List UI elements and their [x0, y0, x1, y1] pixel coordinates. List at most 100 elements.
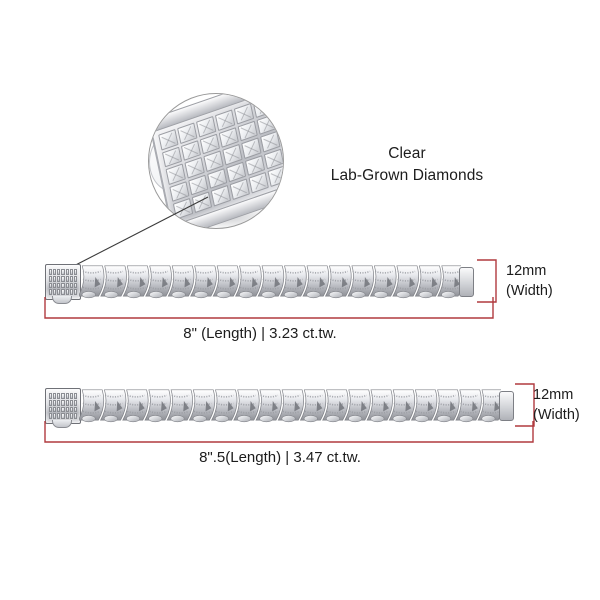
- clasp-diamond-stone: [73, 289, 77, 295]
- chain-link: [322, 389, 349, 423]
- diamond-stone: [267, 165, 283, 188]
- bracelet-85in: [45, 382, 515, 428]
- clasp-diamond-stone: [49, 269, 53, 275]
- clasp-diamond-stone: [61, 289, 65, 295]
- chain-link: [369, 265, 397, 299]
- clasp-diamond-stone: [73, 399, 77, 406]
- cuban-link-chain: [79, 385, 501, 425]
- clasp-diamond-stone: [57, 282, 61, 289]
- chain-link: [388, 389, 416, 423]
- clasp-diamond-stone: [49, 393, 53, 399]
- width-value-1: 12mm: [506, 263, 547, 279]
- clasp-release-tab: [52, 420, 72, 428]
- chain-link: [145, 265, 172, 299]
- clasp-diamond-stone: [69, 282, 73, 289]
- chain-link: [79, 265, 105, 299]
- clasp-diamond-stone: [49, 399, 53, 406]
- chain-link: [433, 389, 460, 423]
- clasp-diamond-stone: [69, 275, 73, 282]
- clasp-diamond-stone: [65, 269, 69, 275]
- diamond-stone: [210, 185, 232, 207]
- clasp-diamond-stone: [73, 406, 77, 413]
- clasp-diamond-stone: [69, 393, 73, 399]
- length-label-2: 8".5(Length) | 3.47 ct.tw.: [199, 449, 361, 466]
- width-label-1: 12mm (Width): [506, 262, 553, 301]
- chain-link: [477, 389, 501, 423]
- clasp-diamond-stone: [53, 406, 57, 413]
- diamond-stone: [191, 191, 213, 214]
- clasp-diamond-stone: [61, 269, 65, 275]
- clasp-diamond-stone: [65, 399, 69, 406]
- clasp-diamond-stone: [49, 406, 53, 413]
- callout-line-2: Lab-Grown Diamonds: [330, 167, 484, 185]
- clasp-diamond-stone: [65, 289, 69, 295]
- magnified-detail-circle: [148, 93, 284, 229]
- clasp-diamond-stone: [69, 413, 73, 419]
- chain-link: [437, 265, 461, 299]
- width-dimension-bracket-1: [477, 259, 497, 303]
- width-value-2: 12mm: [533, 387, 574, 403]
- chain-link: [347, 265, 375, 299]
- chain-link: [302, 265, 330, 299]
- clasp-diamond-stone: [73, 275, 77, 282]
- chain-link: [414, 265, 442, 299]
- chain-end-cap: [499, 391, 514, 421]
- clasp-diamond-stone: [57, 406, 61, 413]
- chain-link: [277, 389, 305, 423]
- pave-diamond-plate: [150, 94, 283, 228]
- chain-link: [344, 389, 371, 423]
- clasp-diamond-stone: [61, 399, 65, 406]
- clasp-diamond-stone: [65, 393, 69, 399]
- bracelet-clasp: [45, 264, 81, 304]
- clasp-diamond-stone: [49, 282, 53, 289]
- cuban-link-chain: [79, 261, 461, 301]
- chain-link: [99, 389, 127, 423]
- clasp-diamond-stone: [53, 269, 57, 275]
- clasp-diamond-stone: [69, 406, 73, 413]
- clasp-diamond-stone: [65, 406, 69, 413]
- clasp-diamond-stone: [53, 393, 57, 399]
- chain-link: [190, 265, 217, 299]
- chain-link: [79, 389, 105, 423]
- bracelet-clasp: [45, 388, 81, 428]
- chain-end-cap: [459, 267, 474, 297]
- chain-link: [211, 389, 238, 423]
- clasp-diamond-stone: [65, 275, 69, 282]
- chain-link: [122, 265, 150, 299]
- chain-link: [299, 389, 327, 423]
- chain-link: [188, 389, 216, 423]
- chain-link: [257, 265, 285, 299]
- clasp-diamond-stone: [61, 282, 65, 289]
- chain-link: [410, 389, 438, 423]
- clasp-diamond-stone: [53, 282, 57, 289]
- clasp-diamond-stone: [57, 269, 61, 275]
- chain-link: [166, 389, 193, 423]
- width-label-2: 12mm (Width): [533, 386, 580, 425]
- diamond-stone: [229, 178, 250, 201]
- chain-link: [455, 389, 482, 423]
- clasp-diamond-stone: [49, 413, 53, 419]
- callout-line-1: Clear: [388, 145, 426, 162]
- clasp-diamond-stone: [69, 399, 73, 406]
- chain-link: [100, 265, 127, 299]
- diamond-type-callout: Clear Lab-Grown Diamonds: [292, 143, 522, 188]
- clasp-diamond-stone: [61, 275, 65, 282]
- clasp-diamond-stone: [57, 275, 61, 282]
- chain-link: [122, 389, 149, 423]
- clasp-diamond-stone: [65, 413, 69, 419]
- clasp-diamond-stone: [57, 393, 61, 399]
- width-unit-1: (Width): [506, 282, 553, 299]
- clasp-diamond-stone: [53, 275, 57, 282]
- chain-link: [212, 265, 240, 299]
- clasp-diamond-stone: [57, 413, 61, 419]
- length-label-1: 8" (Length) | 3.23 ct.tw.: [183, 325, 337, 342]
- clasp-diamond-stone: [61, 393, 65, 399]
- chain-link: [324, 265, 352, 299]
- clasp-diamond-stone: [73, 393, 77, 399]
- diamond-stone: [172, 198, 194, 220]
- clasp-release-tab: [52, 296, 72, 304]
- chain-link: [366, 389, 393, 423]
- chain-link: [167, 265, 195, 299]
- chain-link: [392, 265, 419, 299]
